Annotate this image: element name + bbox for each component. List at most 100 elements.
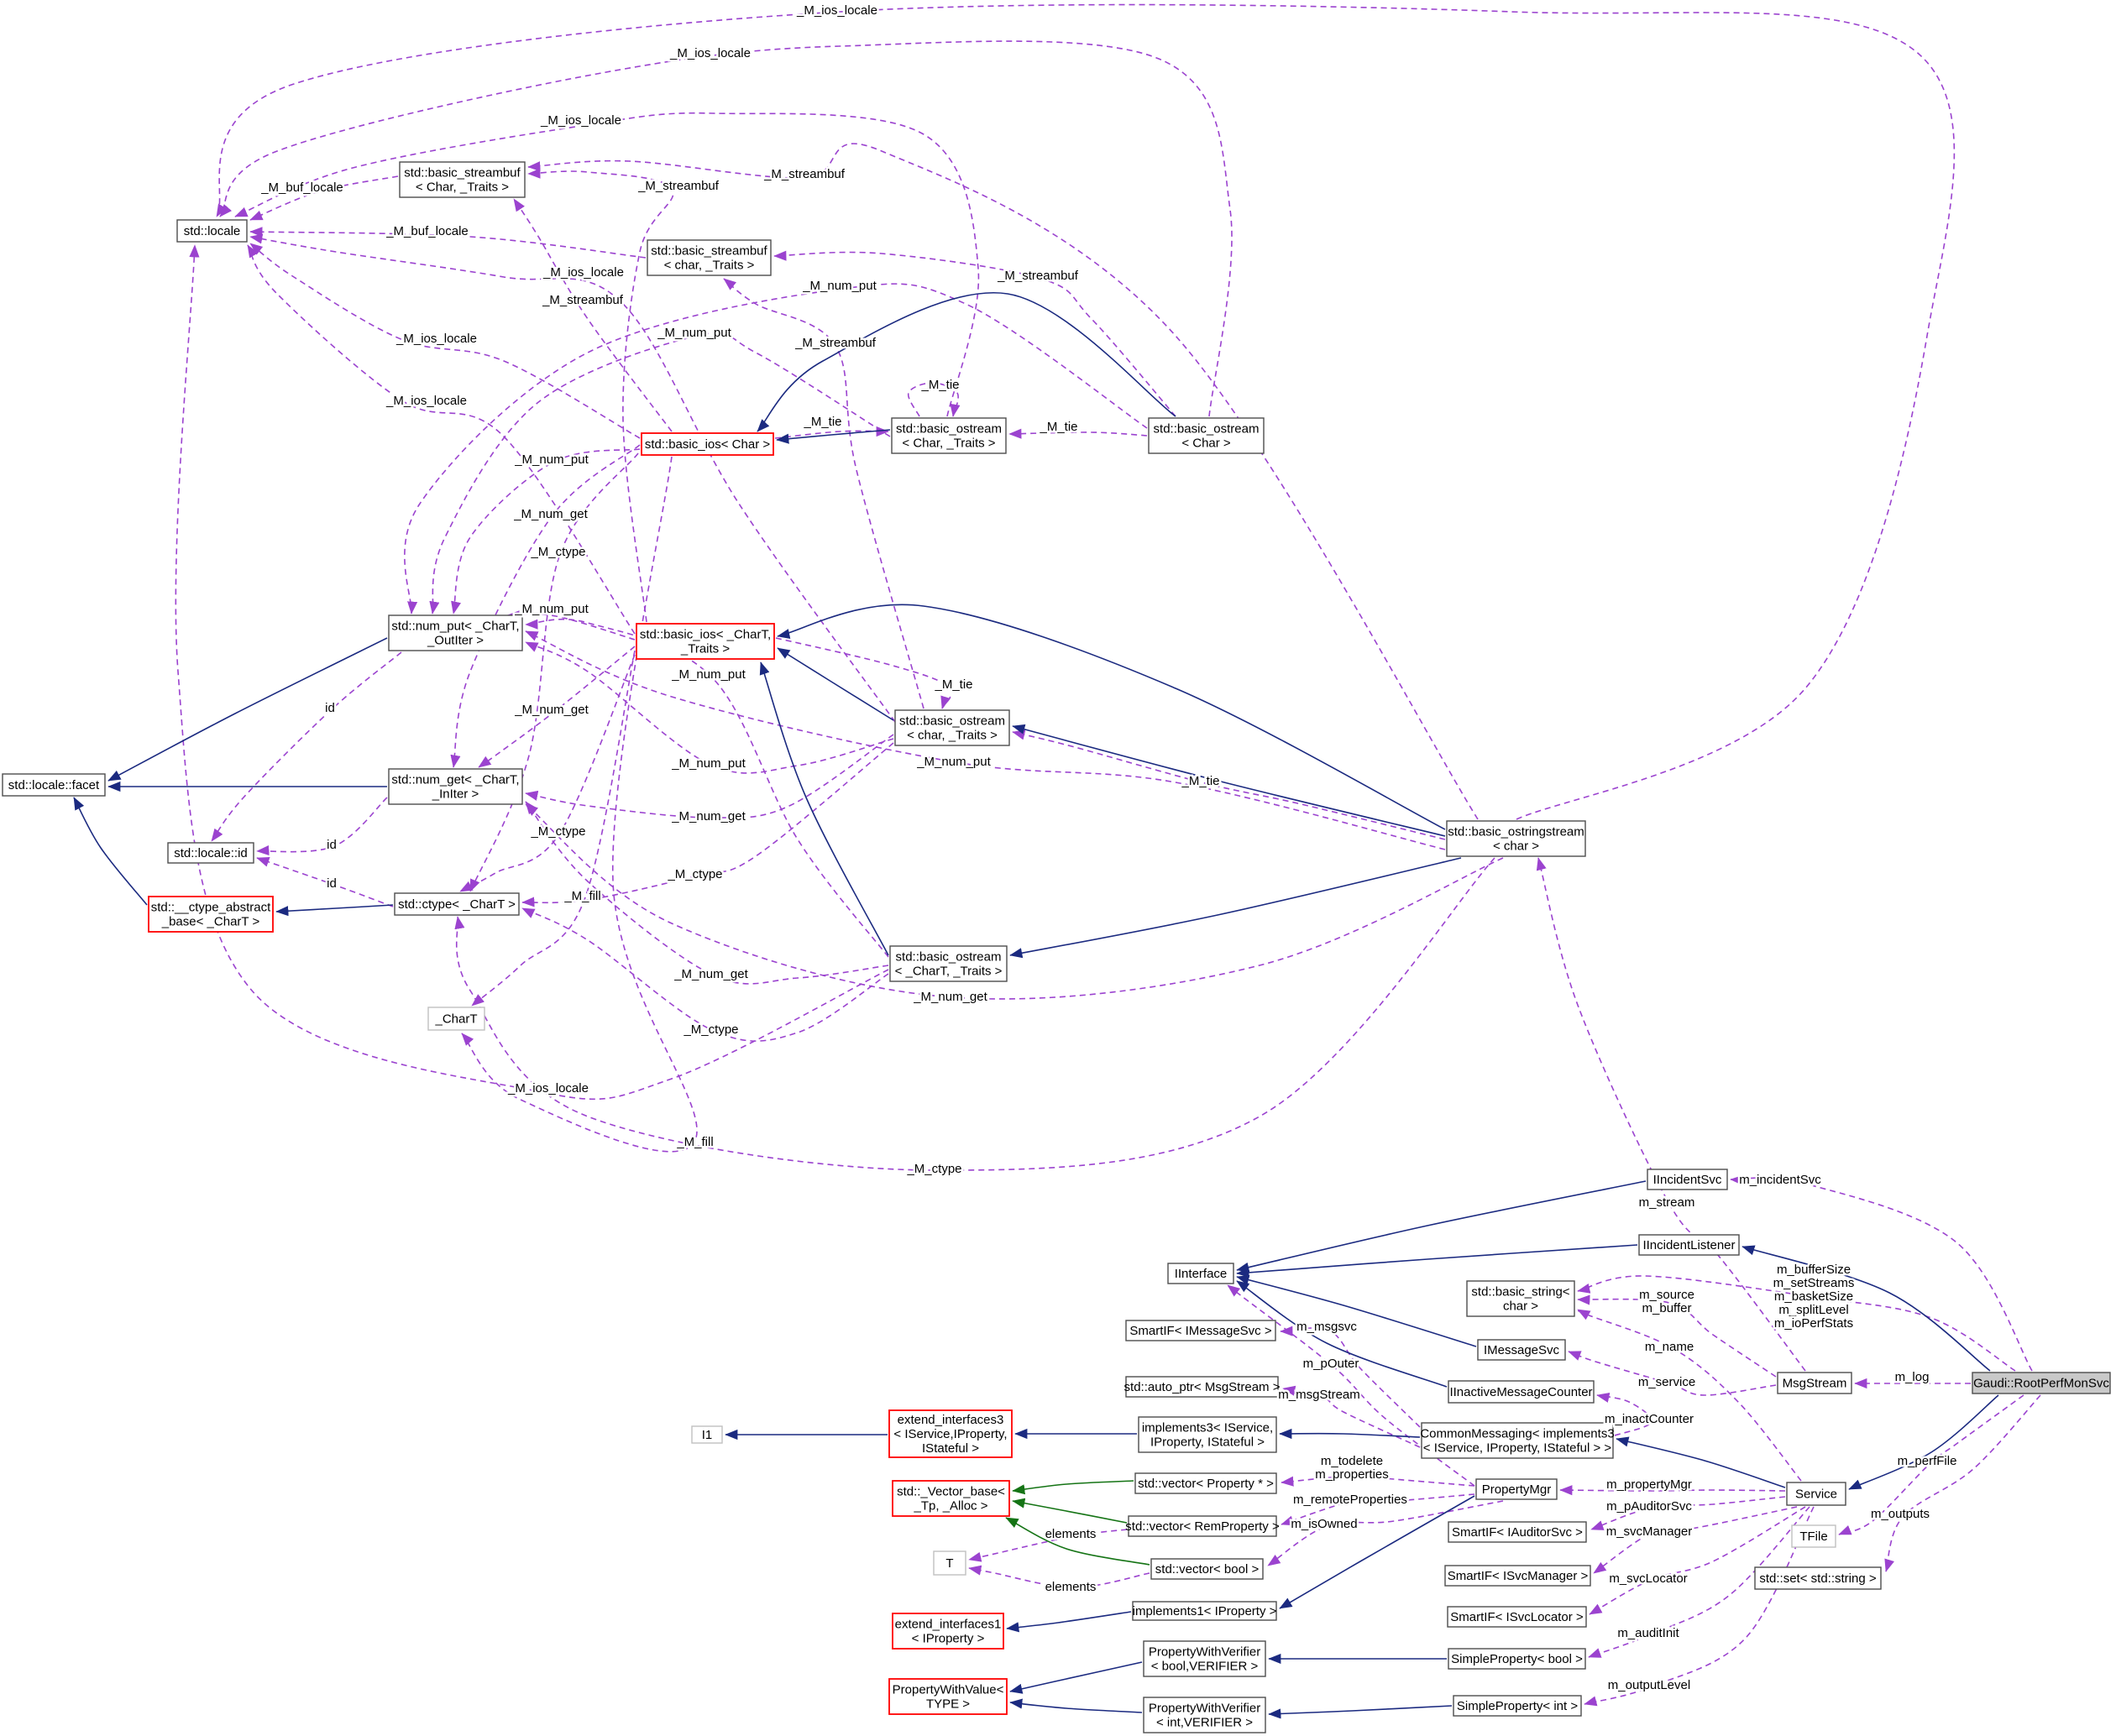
edge-ios_CharT-to-ostream_char	[775, 637, 953, 709]
class-node-VectorBase[interactable]: std::_Vector_base<_Tp, _Alloc >	[892, 1480, 1010, 1517]
class-node-vec_bool[interactable]: std::vector< bool >	[1150, 1558, 1264, 1580]
edge-Root-to-TFile	[1838, 1394, 2024, 1535]
class-node-PWValue[interactable]: PropertyWithValue<TYPE >	[888, 1678, 1008, 1715]
class-node-ctype[interactable]: std::ctype< _CharT >	[394, 892, 520, 916]
edge-ios_Char-to-CharT	[461, 456, 698, 1153]
class-node-ext1[interactable]: extend_interfaces1< IProperty >	[892, 1613, 1004, 1650]
edge-Root-to-Service	[1848, 1394, 1999, 1490]
class-node-locale[interactable]: std::locale	[176, 219, 248, 243]
edge-ostream_Char-to-locale	[219, 40, 1233, 417]
edge-label-_M_ios_locale: _M_ios_locale	[395, 332, 477, 346]
class-node-basic_string[interactable]: std::basic_string<char >	[1466, 1280, 1575, 1317]
edge-num_put-to-locale_id	[211, 651, 402, 842]
class-node-label: PropertyMgr	[1482, 1482, 1552, 1497]
class-node-SmartIF_ISvcManager[interactable]: SmartIF< ISvcManager >	[1444, 1565, 1591, 1587]
class-node-label: SmartIF< ISvcManager >	[1448, 1569, 1589, 1583]
edge-label-_M_streambuf: _M_streambuf	[997, 269, 1079, 283]
class-node-impl1[interactable]: implements1< IProperty >	[1132, 1601, 1277, 1621]
class-node-Service[interactable]: Service	[1786, 1482, 1846, 1506]
class-node-facet[interactable]: std::locale::facet	[2, 773, 106, 797]
class-node-num_get[interactable]: std::num_get< _CharT,_InIter >	[388, 768, 523, 805]
edge-label-_M_buf_locale: _M_buf_locale	[260, 180, 343, 195]
class-node-label: SimpleProperty< int >	[1457, 1699, 1578, 1713]
class-node-set_string[interactable]: std::set< std::string >	[1754, 1566, 1882, 1590]
class-node-ext3[interactable]: extend_interfaces3< IService,IProperty,I…	[888, 1409, 1013, 1458]
edge-label-_M_num_put: _M_num_put	[657, 326, 731, 340]
class-node-IMessageSvc[interactable]: IMessageSvc	[1477, 1339, 1566, 1361]
edge-CommonMessaging-to-IInactive	[1596, 1392, 1652, 1436]
class-node-IIncidentSvc[interactable]: IIncidentSvc	[1647, 1169, 1728, 1190]
class-node-ctype_abs[interactable]: std::__ctype_abstract_base< _CharT >	[148, 896, 274, 933]
class-node-ios_Char[interactable]: std::basic_ios< Char >	[641, 432, 774, 456]
class-node-SmartIF_IMessageSvc[interactable]: SmartIF< IMessageSvc >	[1125, 1320, 1276, 1341]
edge-ios_CharT-to-streambuf_Char	[527, 168, 674, 623]
edge-Root-to-IIncidentSvc	[1730, 1174, 2033, 1372]
class-node-SimpleProperty_int[interactable]: SimpleProperty< int >	[1453, 1695, 1582, 1717]
class-node-streambuf_Char[interactable]: std::basic_streambuf< Char, _Traits >	[399, 161, 526, 198]
class-node-label: IIncidentSvc	[1653, 1173, 1722, 1187]
edge-ostream_Char-to-ostream_Char_Traits	[1008, 428, 1148, 439]
edge-ostream_Char-to-num_put	[404, 283, 1148, 614]
class-node-oss[interactable]: std::basic_ostringstream< char >	[1446, 820, 1586, 857]
class-node-PropertyMgr[interactable]: PropertyMgr	[1475, 1478, 1558, 1500]
class-node-IIncidentListener[interactable]: IIncidentListener	[1638, 1234, 1740, 1256]
class-node-label: MsgStream	[1783, 1377, 1847, 1391]
class-node-TFile[interactable]: TFile	[1791, 1524, 1836, 1548]
class-node-Root[interactable]: Gaudi::RootPerfMonSvc	[1972, 1372, 2111, 1394]
class-node-vec_Rem[interactable]: std::vector< RemProperty >	[1125, 1515, 1280, 1537]
class-node-IInactive[interactable]: IInactiveMessageCounter	[1448, 1380, 1595, 1404]
edge-Root-to-basic_string	[1577, 1275, 2016, 1372]
class-node-SimpleProperty_bool[interactable]: SimpleProperty< bool >	[1448, 1648, 1586, 1670]
edge-IMessageSvc-to-IInterface	[1236, 1274, 1477, 1347]
class-node-vec_Property[interactable]: std::vector< Property * >	[1134, 1472, 1277, 1494]
class-node-label: std::basic_ostringstream< char >	[1448, 825, 1584, 854]
class-node-MsgStream[interactable]: MsgStream	[1777, 1372, 1852, 1394]
edge-vec_Property-to-VectorBase	[1012, 1480, 1134, 1495]
class-node-label: std::num_put< _CharT,_OutIter >	[391, 620, 519, 648]
class-node-SmartIF_IAuditorSvc[interactable]: SmartIF< IAuditorSvc >	[1448, 1521, 1587, 1543]
class-node-PWV_int[interactable]: PropertyWithVerifier< int,VERIFIER >	[1143, 1697, 1266, 1733]
edge-PropertyMgr-to-vec_Rem	[1281, 1493, 1475, 1526]
edge-label-_M_num_get: _M_num_get	[514, 703, 589, 717]
edge-oss-to-streambuf_Char	[527, 143, 1479, 820]
class-node-SmartIF_ISvcLocator[interactable]: SmartIF< ISvcLocator >	[1447, 1606, 1587, 1628]
class-node-label: PropertyWithVerifier< bool,VERIFIER >	[1149, 1645, 1260, 1674]
class-node-CommonMessaging[interactable]: CommonMessaging< implements3< IService, …	[1420, 1422, 1615, 1459]
class-node-label: I1	[702, 1428, 713, 1442]
edge-label-_M_streambuf: _M_streambuf	[542, 293, 624, 307]
class-node-label: std::__ctype_abstract_base< _CharT >	[151, 901, 271, 929]
class-node-I1[interactable]: I1	[691, 1425, 723, 1444]
class-node-ostream_char[interactable]: std::basic_ostream< char, _Traits >	[894, 709, 1010, 746]
class-node-ostream_Char_Traits[interactable]: std::basic_ostream< Char, _Traits >	[891, 417, 1007, 454]
class-node-Tnode[interactable]: T	[933, 1550, 966, 1576]
class-node-label: SimpleProperty< bool >	[1451, 1652, 1583, 1666]
edge-label-_M_buf_locale: _M_buf_locale	[385, 224, 469, 238]
class-node-label: std::basic_ostream< Char >	[1154, 422, 1260, 451]
class-node-label: CommonMessaging< implements3< IService, …	[1420, 1427, 1614, 1456]
edge-label-_M_ctype: _M_ctype	[530, 545, 585, 559]
edge-label-m_pOuter: m_pOuter	[1303, 1357, 1359, 1371]
class-node-locale_id[interactable]: std::locale::id	[167, 842, 254, 864]
class-node-impl3[interactable]: implements3< IService,IProperty, IStatef…	[1138, 1416, 1277, 1453]
edge-label-m_outputs: m_outputs	[1871, 1507, 1930, 1521]
class-node-label: T	[945, 1556, 953, 1571]
class-node-num_put[interactable]: std::num_put< _CharT,_OutIter >	[388, 614, 523, 651]
class-node-ios_CharT[interactable]: std::basic_ios< _CharT,_Traits >	[636, 623, 775, 660]
class-node-ostream_Char[interactable]: std::basic_ostream< Char >	[1148, 417, 1265, 454]
edge-label-_M_ctype: _M_ctype	[667, 867, 722, 881]
edge-PropertyMgr-to-vec_Property	[1281, 1475, 1475, 1487]
class-node-label: std::basic_streambuf< Char, _Traits >	[404, 166, 521, 195]
class-node-IInterface[interactable]: IInterface	[1167, 1263, 1234, 1284]
edge-label-_M_num_get: _M_num_get	[913, 990, 987, 1004]
class-node-autoptr[interactable]: std::auto_ptr< MsgStream >	[1124, 1376, 1281, 1398]
edge-ctype-to-locale_id	[256, 856, 394, 907]
class-node-ostream_CharT[interactable]: std::basic_ostream< _CharT, _Traits >	[889, 945, 1008, 982]
class-node-label: std::vector< RemProperty >	[1125, 1519, 1280, 1534]
edge-Root-to-set_string	[1884, 1394, 2041, 1572]
edge-label-_M_num_put: _M_num_put	[671, 667, 746, 682]
class-node-PWV_bool[interactable]: PropertyWithVerifier< bool,VERIFIER >	[1143, 1640, 1266, 1677]
edge-ostream_char-to-ios_CharT	[777, 647, 894, 721]
class-node-CharT[interactable]: _CharT	[427, 1007, 485, 1031]
class-node-streambuf_char[interactable]: std::basic_streambuf< char, _Traits >	[647, 239, 772, 276]
